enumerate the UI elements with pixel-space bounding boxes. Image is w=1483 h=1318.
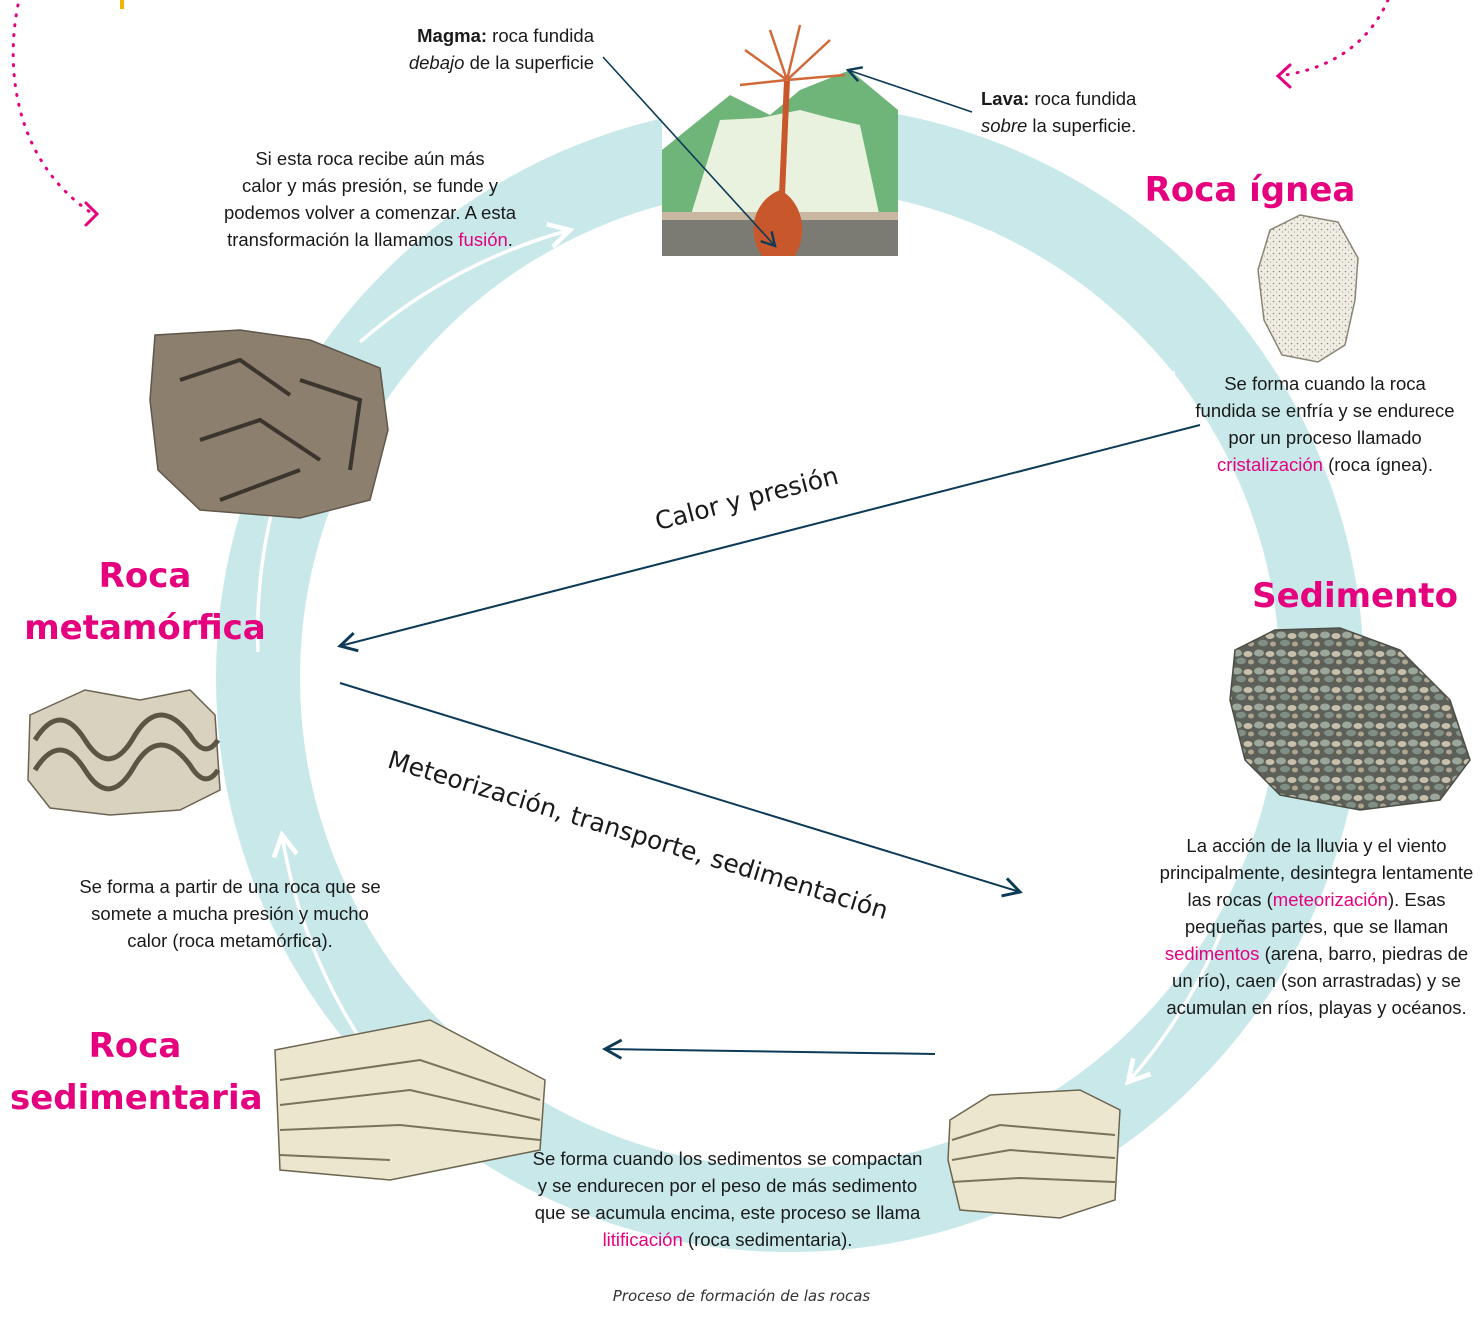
metamorphic-block-image (149, 329, 389, 519)
igneous-rock-image (1257, 214, 1359, 363)
lava-label: Lava: roca fundida sobre la superficie. (981, 85, 1201, 139)
sedimento-line3b: ). Esas (1387, 889, 1446, 910)
corner-mark-decoration (120, 0, 124, 9)
dotted-curve-right-decoration (1283, 0, 1390, 77)
ignea-line2: fundida se enfría y se endurece (1195, 400, 1455, 421)
title-roca-metamorfica: Roca metamórfica (20, 550, 270, 654)
magma-term: Magma: (417, 25, 488, 46)
fusion-line4: transformación la llamamos (227, 229, 454, 250)
dotted-chevron-right-icon (1275, 63, 1292, 89)
sedimento-description: La acción de la lluvia y el viento princ… (1150, 832, 1483, 1021)
ignea-rest: (roca ígnea). (1328, 454, 1433, 475)
ignea-description: Se forma cuando la roca fundida se enfrí… (1180, 370, 1470, 478)
meteorizacion-arrow (339, 682, 1023, 898)
ignea-line3: por un proceso llamado (1228, 427, 1422, 448)
sedimento-line7: acumulan en ríos, playas y océanos. (1166, 997, 1467, 1018)
metamorfica-line1: Se forma a partir de una roca que se (79, 876, 381, 897)
title-metamorfica-line1: Roca (98, 556, 192, 596)
title-roca-ignea: Roca ígnea (1144, 170, 1356, 210)
title-sedimento: Sedimento (1252, 576, 1458, 616)
folded-metamorphic-rock-image (27, 689, 221, 816)
sedimentary-layers-left-image (274, 1019, 546, 1181)
sedimentaria-rest: (roca sedimentaria). (687, 1229, 853, 1250)
sedimentary-layers-right-image (947, 1089, 1121, 1219)
calor-presion-arrow (337, 424, 1201, 653)
sedimentaria-term: litificación (602, 1229, 683, 1250)
magma-word-below: debajo (408, 52, 465, 73)
ignea-line1: Se forma cuando la roca (1224, 373, 1426, 394)
sedimentaria-line3: que se acumula encima, este proceso se l… (534, 1202, 921, 1223)
fusion-term: fusión (458, 229, 508, 250)
lava-word-above: sobre (981, 115, 1028, 136)
fusion-line3: podemos volver a comenzar. A esta (223, 202, 517, 223)
ignea-term: cristalización (1217, 454, 1323, 475)
title-metamorfica-line2: metamórfica (24, 608, 266, 648)
lava-term: Lava: (981, 88, 1030, 109)
ring-arrow-top-left (358, 230, 570, 344)
magma-line1: roca fundida (492, 25, 594, 46)
volcano-illustration (662, 20, 898, 256)
metamorfica-line2: somete a mucha presión y mucho (91, 903, 369, 924)
ring-arrow-right-lower (1128, 929, 1224, 1082)
lava-line1: roca fundida (1034, 88, 1137, 109)
title-sedimentaria-line1: Roca (88, 1026, 182, 1066)
sedimento-line1: La acción de la lluvia y el viento (1186, 835, 1447, 856)
magma-line2: de la superficie (469, 52, 594, 73)
magma-pointer-line (602, 56, 777, 248)
lava-line2: la superficie. (1032, 115, 1137, 136)
sedimento-line5: (arena, barro, piedras de (1264, 943, 1469, 964)
sedimentaria-description: Se forma cuando los sedimentos se compac… (505, 1145, 950, 1253)
sedimento-term-meteorizacion: meteorización (1272, 889, 1388, 910)
figure-caption: Proceso de formación de las rocas (612, 1287, 871, 1305)
sedimentaria-line2: y se endurecen por el peso de más sedime… (537, 1175, 918, 1196)
title-roca-sedimentaria: Roca sedimentaria (10, 1020, 263, 1124)
lava-pointer-line (845, 66, 973, 113)
ring-arrow-top-right (989, 230, 1175, 395)
sedimento-line4: pequeñas partes, que se llaman (1184, 916, 1449, 937)
title-sedimentaria-line2: sedimentaria (10, 1078, 263, 1118)
dotted-curve-left-decoration (11, 3, 92, 214)
sedimento-line2: principalmente, desintegra lentamente (1159, 862, 1474, 883)
sedimento-line6: un río), caen (son arrastradas) y se (1172, 970, 1461, 991)
dotted-chevron-left-icon (84, 201, 100, 227)
fusion-line1: Si esta roca recibe aún más (255, 148, 485, 169)
magma-label: Magma: roca fundida debajo de la superfi… (300, 22, 594, 76)
metamorfica-line3: calor (roca metamórfica). (127, 930, 333, 951)
fusion-line2: calor y más presión, se funde y (241, 175, 499, 196)
sedimento-line3a: las rocas ( (1187, 889, 1273, 910)
metamorfica-description: Se forma a partir de una roca que se som… (60, 873, 400, 954)
litificacion-arrow (601, 1038, 936, 1060)
sediment-pebbles-image (1229, 627, 1471, 811)
fusion-end: . (507, 229, 513, 250)
sedimento-term-sedimentos: sedimentos (1164, 943, 1260, 964)
sedimentaria-line1: Se forma cuando los sedimentos se compac… (532, 1148, 923, 1169)
fusion-description: Si esta roca recibe aún más calor y más … (200, 145, 540, 253)
